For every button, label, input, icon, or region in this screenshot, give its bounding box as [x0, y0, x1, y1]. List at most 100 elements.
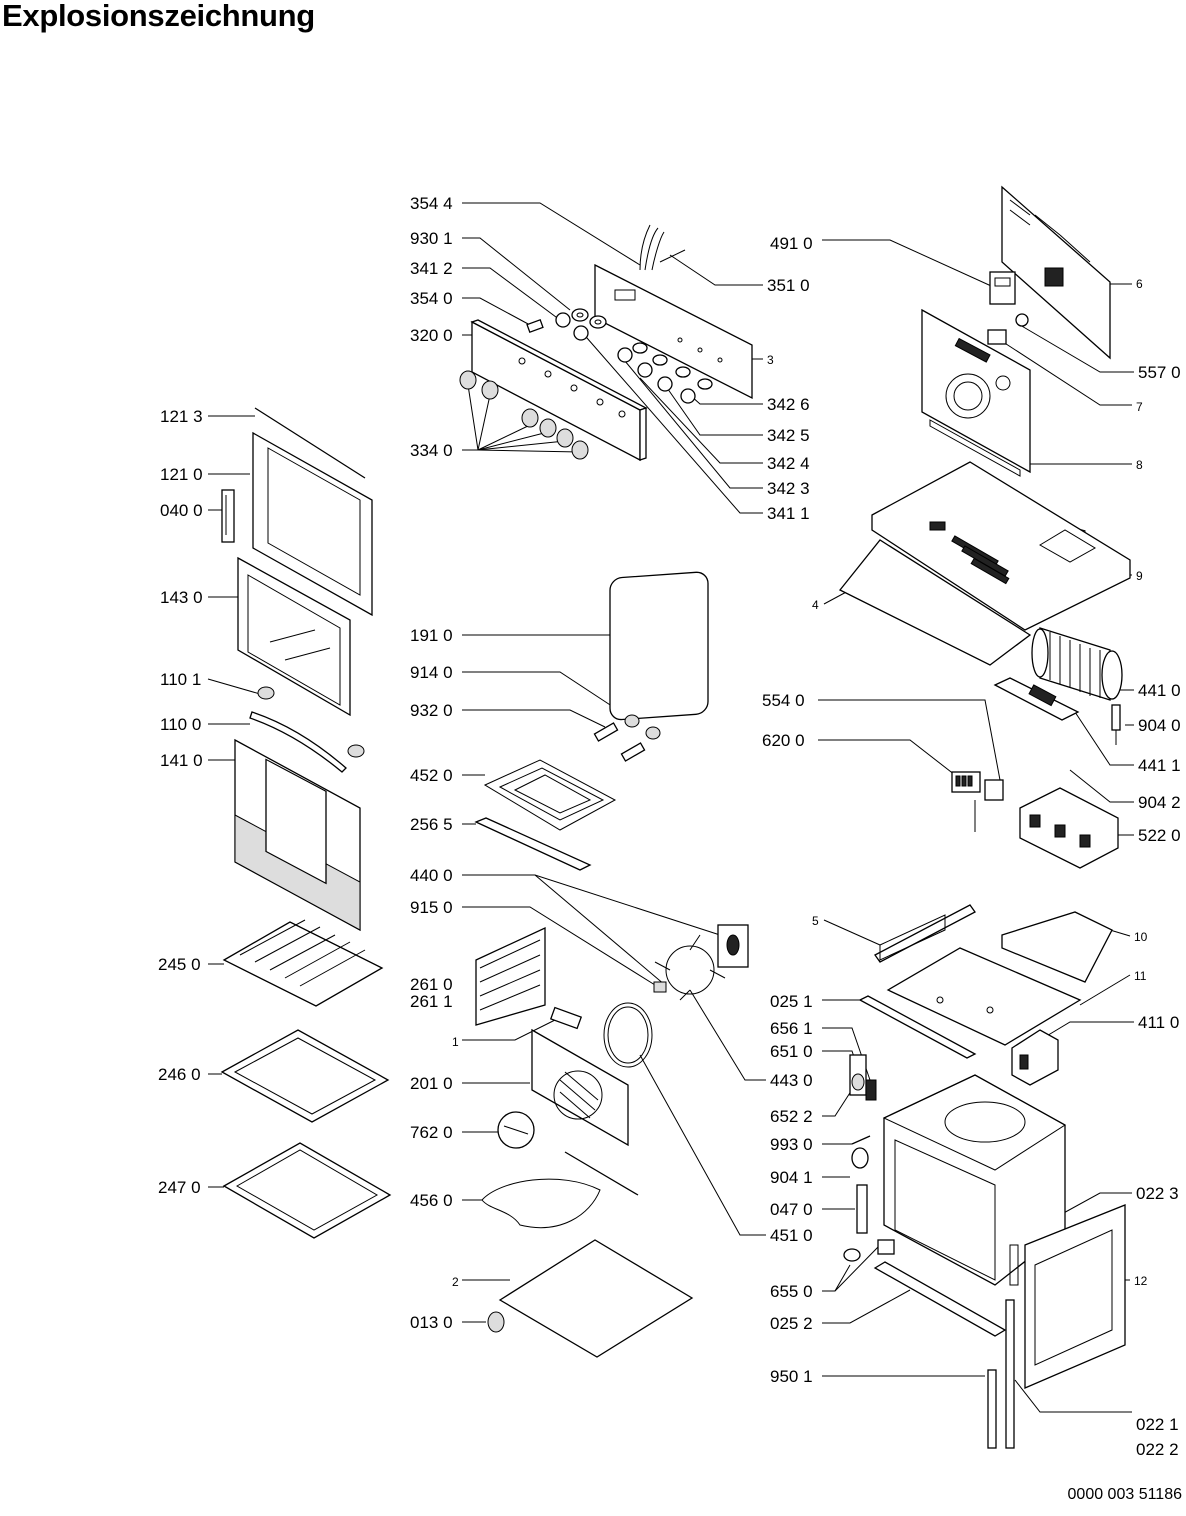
callout-3423: 342 3 — [767, 479, 810, 498]
leader-5540 — [818, 699, 1001, 781]
page-title: Explosionszeichnung — [2, 0, 315, 33]
callout-0222: 022 2 — [1136, 1440, 1179, 1459]
leader-3540 — [462, 297, 531, 326]
leader-3544 — [462, 202, 641, 266]
fan-heater-ring — [603, 1002, 653, 1068]
element-terminals — [593, 714, 661, 762]
bottom-plate — [498, 1239, 694, 1358]
leader-3340-c — [477, 424, 531, 451]
leader-4510 — [639, 1054, 766, 1236]
callout-9042: 904 2 — [1138, 793, 1181, 812]
side-strip-0221 — [1005, 1244, 1019, 1449]
rotary-switches — [526, 308, 713, 404]
callout-2611: 261 1 — [410, 992, 453, 1011]
leader-3340-e — [477, 440, 566, 451]
leader-9301 — [462, 237, 571, 311]
bottom-heating-element — [481, 1151, 639, 1229]
callout-3544: 354 4 — [410, 194, 453, 213]
callout-3426: 342 6 — [767, 395, 810, 414]
control-knobs — [459, 370, 589, 460]
outer-door-panel — [234, 738, 361, 932]
callout-5: 5 — [812, 914, 819, 928]
lamp-assembly — [849, 1054, 877, 1101]
control-panel-front — [470, 319, 648, 462]
tangential-fan — [1031, 627, 1123, 701]
callout-8: 8 — [1136, 458, 1143, 472]
sensor-probe — [1111, 704, 1121, 745]
leader-5 — [823, 919, 881, 946]
door-inner-frame — [252, 431, 373, 617]
callout-1: 1 — [452, 1035, 459, 1049]
leader-3340-d — [477, 431, 549, 451]
handle-cap — [257, 686, 365, 758]
convection-fan — [654, 924, 749, 1001]
callout-2: 2 — [452, 1275, 459, 1289]
callout-6522: 652 2 — [770, 1107, 813, 1126]
leader-3425 — [664, 384, 763, 436]
callout-1910: 191 0 — [410, 626, 453, 645]
leader-5570 — [1019, 324, 1134, 373]
fan-mounting-strip — [993, 677, 1080, 721]
callout-5540: 554 0 — [762, 691, 805, 710]
top-cover-plate — [871, 461, 1131, 631]
callout-0251: 025 1 — [770, 992, 813, 1011]
callout-1213: 121 3 — [160, 407, 203, 426]
callout-9501: 950 1 — [770, 1367, 813, 1386]
callout-3510: 351 0 — [767, 276, 810, 295]
callout-9301: 930 1 — [410, 229, 453, 248]
leader-4110 — [1039, 1021, 1134, 1041]
front-rail-0251 — [858, 995, 977, 1059]
callout-4: 4 — [812, 598, 819, 612]
bottom-rail-0252 — [873, 1261, 1007, 1337]
callout-5220: 522 0 — [1138, 826, 1181, 845]
leader-4400-a — [462, 874, 721, 936]
callout-3340: 334 0 — [410, 441, 453, 460]
oven-back-wall — [921, 308, 1031, 477]
leader-3424 — [639, 377, 763, 464]
callout-7: 7 — [1136, 400, 1143, 414]
leader-9320 — [462, 709, 606, 728]
leader-7 — [999, 339, 1132, 406]
top-heating-element — [483, 759, 617, 831]
callout-2565: 256 5 — [410, 815, 453, 834]
callout-7620: 762 0 — [410, 1123, 453, 1142]
callout-5570: 557 0 — [1138, 363, 1181, 382]
leader-1101 — [207, 678, 261, 695]
leader-0221 — [1014, 1379, 1132, 1413]
wire-rack — [222, 919, 384, 1007]
leader-9042 — [1069, 769, 1134, 803]
leader-4910 — [822, 239, 1001, 291]
document-number: 0000 003 51186 — [1067, 1486, 1182, 1503]
leader-3340-b — [477, 394, 491, 451]
leader-lines — [207, 202, 1134, 1413]
fan-nut — [653, 981, 667, 993]
callout-1210: 121 0 — [160, 465, 203, 484]
leader-4411 — [1074, 711, 1134, 766]
side-bracket-5 — [874, 904, 976, 963]
callout-0130: 013 0 — [410, 1313, 453, 1332]
leader-3200 — [462, 334, 473, 350]
fan-cover — [531, 1028, 629, 1147]
callout-9140: 914 0 — [410, 663, 453, 682]
callout-0252: 025 2 — [770, 1314, 813, 1333]
callout-1410: 141 0 — [160, 751, 203, 770]
hinge-bracket — [856, 1184, 868, 1234]
callout-6: 6 — [1136, 277, 1143, 291]
callout-4110: 411 0 — [1138, 1013, 1179, 1032]
cavity-latch — [843, 1239, 895, 1262]
callout-4560: 456 0 — [410, 1191, 453, 1210]
junction-box — [1011, 1029, 1059, 1086]
inner-glass — [237, 556, 351, 717]
baking-tray-deep — [220, 1029, 390, 1123]
leader-4430 — [689, 989, 766, 1081]
callout-2610: 261 0 — [410, 975, 453, 994]
leader-3411 — [579, 329, 763, 514]
callout-10: 10 — [1134, 930, 1148, 944]
callout-6200: 620 0 — [762, 731, 805, 750]
fan-bracket — [549, 1006, 583, 1030]
leader-11 — [1079, 974, 1131, 1006]
callout-2470: 247 0 — [158, 1178, 201, 1197]
leader-6550-b — [834, 1244, 881, 1292]
callout-4430: 443 0 — [770, 1071, 813, 1090]
